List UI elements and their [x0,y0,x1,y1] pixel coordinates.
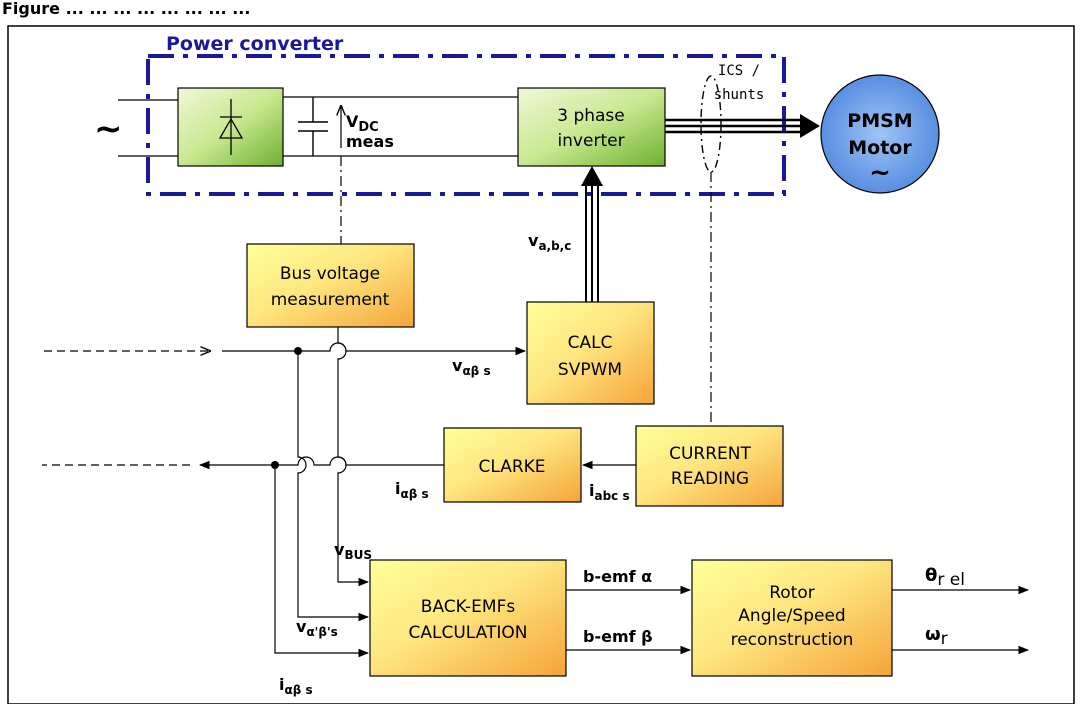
back-emf-label-2: CALCULATION [409,623,528,643]
current-reading-label-2: READING [671,469,749,489]
iabc-label: iabc s [589,481,630,503]
motor-label-2: Motor [848,137,912,159]
back-emf-block [369,559,567,677]
rotor-label-1: Rotor [769,583,815,603]
figure-title: Figure ... ... ... ... ... ... ... ... [2,0,250,18]
vabc-bus [585,180,599,302]
vabc-label: va,b,c [528,231,571,253]
inverter-label-1: 3 phase [557,106,625,126]
vdc-meas-label: meas [346,132,394,151]
ialphabeta-bottom-label: iαβ s [279,675,313,697]
bus-voltage-label-2: measurement [271,290,390,310]
svpwm-label-2: SVPWM [558,360,622,380]
power-converter-label: Power converter [166,33,344,55]
rotor-label-2: Angle/Speed [738,606,845,626]
motor-symbol: ~ [869,158,891,188]
valphabeta-label: vαβ s [452,356,491,378]
inverter-block [517,87,666,167]
bus-voltage-label-1: Bus voltage [280,264,380,284]
ialphabeta-clarke-label: iαβ s [395,479,429,501]
clarke-block [443,427,582,503]
clarke-label: CLARKE [478,457,545,477]
pmsm-motor [820,74,940,194]
current-reading-label-1: CURRENT [669,444,751,464]
inverter-label-2: inverter [557,131,624,151]
three-phase-output [665,118,812,134]
back-emf-label-1: BACK-EMFs [421,597,516,617]
ac-source-symbol: ~ [94,109,123,149]
vdc-label: VDC [346,112,379,135]
ics-sensor [700,75,722,173]
bemf-beta-label: b-emf β [583,627,653,646]
vbus-label: vBUS [334,540,372,562]
diode-bridge-icon [218,99,244,155]
svpwm-label-1: CALC [568,333,613,353]
figure-frame [7,25,1075,704]
rotor-label-3: reconstruction [731,630,854,650]
motor-label-1: PMSM [847,110,912,132]
rotor-reconstruction-block [691,559,893,677]
bemf-alpha-label: b-emf α [583,567,652,586]
theta-label: θr el [925,565,965,590]
dc-bus-capacitor [298,97,328,156]
bus-voltage-block [246,243,415,328]
ics-label-1: ICS / [718,63,760,79]
valphabeta-prime-label: vα'β's [296,617,338,639]
current-reading-block [635,425,784,507]
omega-label: ωr [925,624,948,649]
svpwm-block [526,301,655,405]
ics-label-2: shunts [714,87,765,103]
